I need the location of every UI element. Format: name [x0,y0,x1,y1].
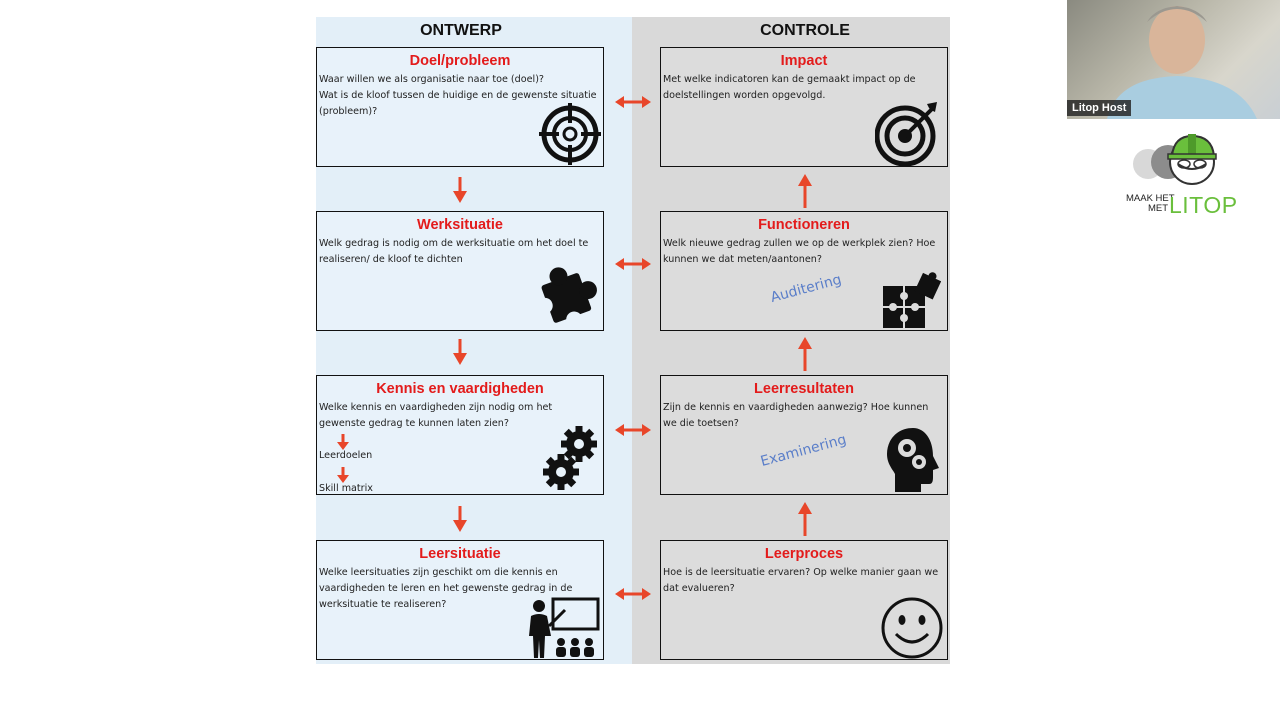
arrow-down-icon [453,339,467,365]
watermark-examinering: Examinering [758,431,849,470]
arrow-up-icon [798,174,812,208]
smiley-face-icon [881,597,943,659]
sub-item-skill-matrix: Skill matrix [319,483,373,494]
box-leerresultaten: Leerresultaten Zijn de kennis en vaardig… [660,375,948,495]
double-arrow-icon [615,588,651,600]
arrow-up-icon [798,337,812,371]
box-title: Doel/probleem [409,53,511,69]
logo-brand: LITOP [1169,192,1238,218]
arrow-down-icon [453,177,467,203]
box-title: Leerproces [764,546,844,562]
double-arrow-icon [615,258,651,270]
crosshair-target-icon [539,103,601,165]
box-leersituatie: Leersituatie Welke leersituaties zijn ge… [316,540,604,660]
logo-tagline: MAAK HET MET [1126,194,1175,214]
box-werksituatie: Werksituatie Welk gedrag is nodig om de … [316,211,604,331]
box-impact: Impact Met welke indicatoren kan de gema… [660,47,948,167]
box-leerproces: Leerproces Hoe is de leersituatie ervare… [660,540,948,660]
gears-icon [543,426,597,490]
box-title: Functioneren [758,217,850,233]
box-title: Leersituatie [419,546,501,562]
classroom-teacher-icon [529,597,600,658]
box-doel-probleem: Doel/probleem Waar willen we als organis… [316,47,604,167]
head-gears-icon [887,428,939,492]
arrow-down-icon [337,434,349,450]
double-arrow-icon [615,424,651,436]
box-text: Hoe is de leersituatie ervaren? Op welke… [663,567,939,594]
arrow-down-icon [337,467,349,483]
sub-item-leerdoelen: Leerdoelen [319,450,373,461]
litop-helmet-logo-icon [1133,134,1217,185]
dartboard-arrow-icon [875,102,937,166]
box-title: Leerresultaten [754,381,854,397]
box-text: Waar willen we als organisatie naar toe … [319,74,597,117]
box-title: Werksituatie [417,217,503,233]
puzzle-assembly-icon [883,272,941,328]
box-text: Welk gedrag is nodig om de werksituatie … [319,238,589,265]
host-name-label: Litop Host [1067,100,1132,116]
arrow-down-icon [453,506,467,532]
box-text: Welke kennis en vaardigheden zijn nodig … [319,402,553,429]
controle-title: CONTROLE [760,22,850,39]
double-arrow-icon [615,96,651,108]
box-kennis-vaardigheden: Kennis en vaardigheden Welke kennis en v… [316,375,604,495]
watermark-auditering: Auditering [768,271,844,306]
ontwerp-title: ONTWERP [420,22,502,39]
host-video-thumbnail[interactable] [1067,0,1280,119]
box-text: Met welke indicatoren kan de gemaakt imp… [663,74,916,101]
box-text: Zijn de kennis en vaardigheden aanwezig?… [663,402,929,429]
host-person-silhouette [1107,6,1257,119]
box-text: Welke leersituaties zijn geschikt om die… [319,567,573,610]
box-functioneren: Functioneren Welk nieuwe gedrag zullen w… [660,211,948,331]
puzzle-piece-icon [536,267,597,328]
box-title: Impact [780,53,828,69]
box-title: Kennis en vaardigheden [376,381,544,397]
box-text: Welk nieuwe gedrag zullen we op de werkp… [663,238,936,265]
arrow-up-icon [798,502,812,536]
logo-line1: MAAK HET [1126,193,1175,204]
logo-line2: MET [1148,203,1169,214]
